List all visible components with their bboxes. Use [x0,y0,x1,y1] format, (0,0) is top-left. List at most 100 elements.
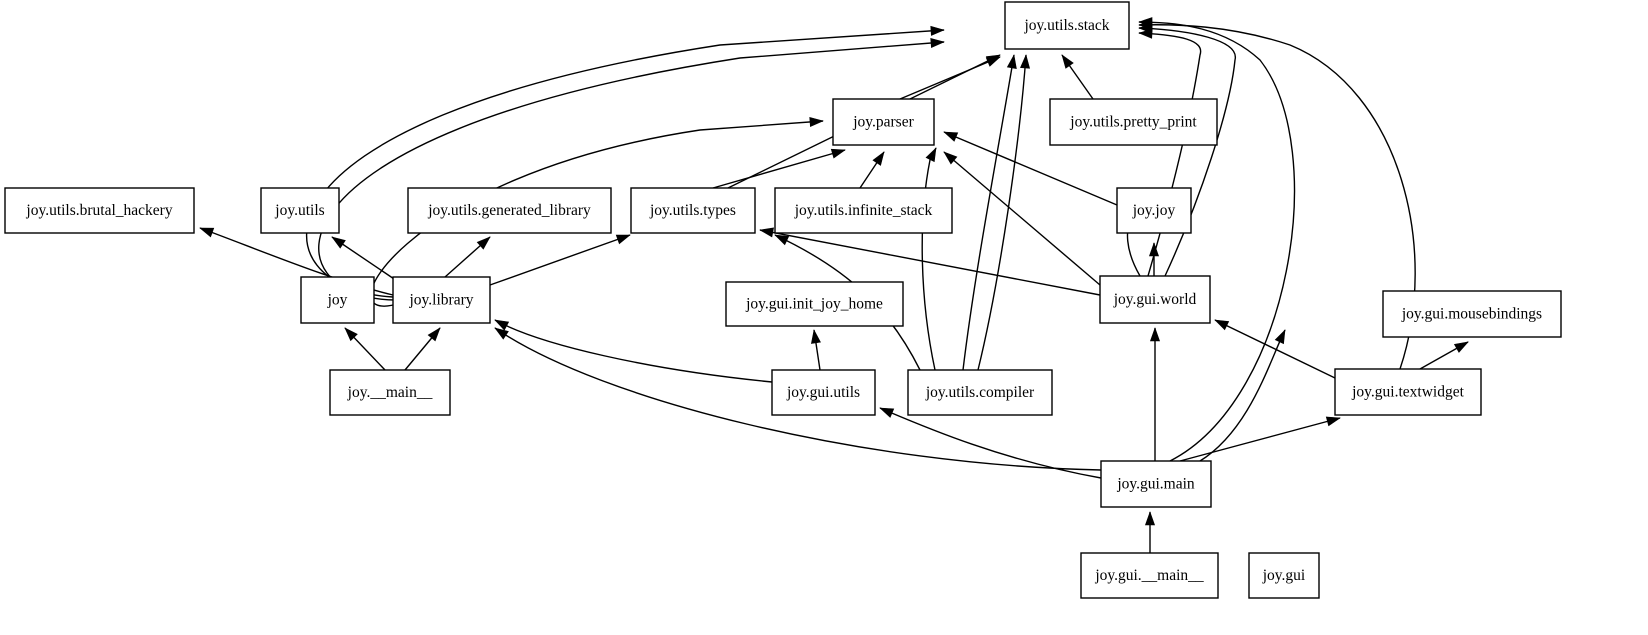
edge-arrowhead [615,234,631,245]
dependency-edge [759,229,1101,296]
edge-arrowhead [809,116,824,127]
node-label: joy.gui [1262,567,1306,584]
node-label: joy.__main__ [347,384,433,401]
node-box[interactable] [774,187,953,234]
graph-node-joy-parser[interactable]: joy.parser [832,98,935,146]
edge-arrowhead [344,327,358,342]
graph-node-joy-gui-init-joy-home[interactable]: joy.gui.init_joy_home [725,281,904,327]
dependency-edge [943,131,1118,206]
edge-arrowhead [759,227,775,238]
edge-arrowhead [930,38,945,49]
edge-arrowhead [1274,329,1286,345]
graph-node-joy-gui-mousebindings[interactable]: joy.gui.mousebindings [1382,290,1562,338]
edge-arrowhead [199,227,215,238]
node-box[interactable] [1099,275,1211,324]
node-label: joy.gui.utils [786,384,860,401]
dependency-edge [305,29,945,298]
node-box[interactable] [907,369,1053,416]
dependency-edge [879,407,1102,479]
graph-node-joy-gui-textwidget[interactable]: joy.gui.textwidget [1334,368,1482,416]
node-label: joy.utils.generated_library [427,202,591,219]
dependency-edge [977,54,1027,371]
edge-arrowhead [1006,54,1017,69]
node-label: joy.library [409,292,474,309]
edge-arrowhead [1214,319,1230,331]
graph-node-joy-gui-utils[interactable]: joy.gui.utils [771,369,876,416]
dependency-edge [962,54,1015,371]
node-box[interactable] [1100,460,1212,508]
graph-node-joy-gui[interactable]: joy.gui [1248,552,1320,599]
edge-arrowhead [774,234,790,246]
edge-arrowhead [1325,416,1341,427]
node-label: joy.joy [1132,202,1176,219]
edge-arrowhead [476,236,491,250]
graph-node-joy-utils-compiler[interactable]: joy.utils.compiler [907,369,1053,416]
node-box[interactable] [329,369,451,416]
node-box[interactable] [392,276,491,324]
graph-node-joy-utils-brutal-hackery[interactable]: joy.utils.brutal_hackery [4,187,195,234]
edge-arrowhead [943,151,958,165]
dependency-edge [921,147,937,371]
graph-node-joy-utils-pretty-print[interactable]: joy.utils.pretty_print [1049,98,1218,146]
edge-arrowhead [1061,54,1074,69]
dependency-edge [318,41,945,301]
graph-node-joy-gui-world[interactable]: joy.gui.world [1099,275,1211,324]
node-box[interactable] [1116,187,1192,234]
dependency-edge [1214,319,1336,379]
node-label: joy.gui.world [1113,291,1197,308]
graph-node-joy-utils-stack[interactable]: joy.utils.stack [1004,1,1130,50]
graph-node-joy-utils[interactable]: joy.utils [260,187,340,234]
graph-node-joy-utils-types[interactable]: joy.utils.types [630,187,756,234]
edge-arrowhead [427,327,441,342]
node-box[interactable] [1334,368,1482,416]
dependency-edge [1138,24,1416,370]
node-box[interactable] [300,276,375,324]
node-box[interactable] [1080,552,1219,599]
node-label: joy.utils.compiler [925,384,1035,401]
node-box[interactable] [832,98,935,146]
node-label: joy.utils.types [649,202,736,219]
edge-arrowhead [925,147,937,163]
nodes-layer: joy.utils.stack joy.parser joy.utils.prett… [4,1,1562,599]
graph-node-joy-joy[interactable]: joy.joy [1116,187,1192,234]
edge-arrowhead [494,319,510,331]
node-label: joy.utils.stack [1023,17,1109,34]
edge-arrowhead [1453,341,1469,353]
edge-arrowhead [811,329,821,344]
node-box[interactable] [725,281,904,327]
graph-node-joy-gui-main[interactable]: joy.gui.main [1100,460,1212,508]
node-box[interactable] [1049,98,1218,146]
node-label: joy.utils.brutal_hackery [25,202,172,219]
dependency-edge [899,56,1001,100]
graph-node-joy---main--[interactable]: joy.__main__ [329,369,451,416]
dependency-edge [1179,417,1341,462]
edge-arrowhead [331,236,346,249]
node-box[interactable] [771,369,876,416]
node-box[interactable] [1248,552,1320,599]
graph-node-joy-gui---main--[interactable]: joy.gui.__main__ [1080,552,1219,599]
graph-node-joy-utils-generated-library[interactable]: joy.utils.generated_library [407,187,612,234]
graph-node-joy-library[interactable]: joy.library [392,276,491,324]
node-box[interactable] [407,187,612,234]
node-label: joy.gui.__main__ [1094,567,1204,584]
dependency-edge [494,319,773,383]
dependency-edge [943,151,1101,286]
node-box[interactable] [1004,1,1130,50]
graph-node-joy-utils-infinite-stack[interactable]: joy.utils.infinite_stack [774,187,953,234]
dependency-edge [1199,329,1286,462]
dependency-edge [370,120,824,307]
graph-node-joy[interactable]: joy [300,276,375,324]
edge-arrowhead [1148,242,1160,257]
node-label: joy.parser [852,114,914,131]
edge-arrowhead [943,131,959,142]
node-box[interactable] [4,187,195,234]
node-box[interactable] [1382,290,1562,338]
node-label: joy.gui.textwidget [1351,384,1464,401]
node-box[interactable] [630,187,756,234]
node-box[interactable] [260,187,340,234]
node-label: joy.gui.mousebindings [1401,306,1542,323]
node-label: joy.utils.pretty_print [1069,114,1197,131]
dependency-edge [1138,21,1296,462]
